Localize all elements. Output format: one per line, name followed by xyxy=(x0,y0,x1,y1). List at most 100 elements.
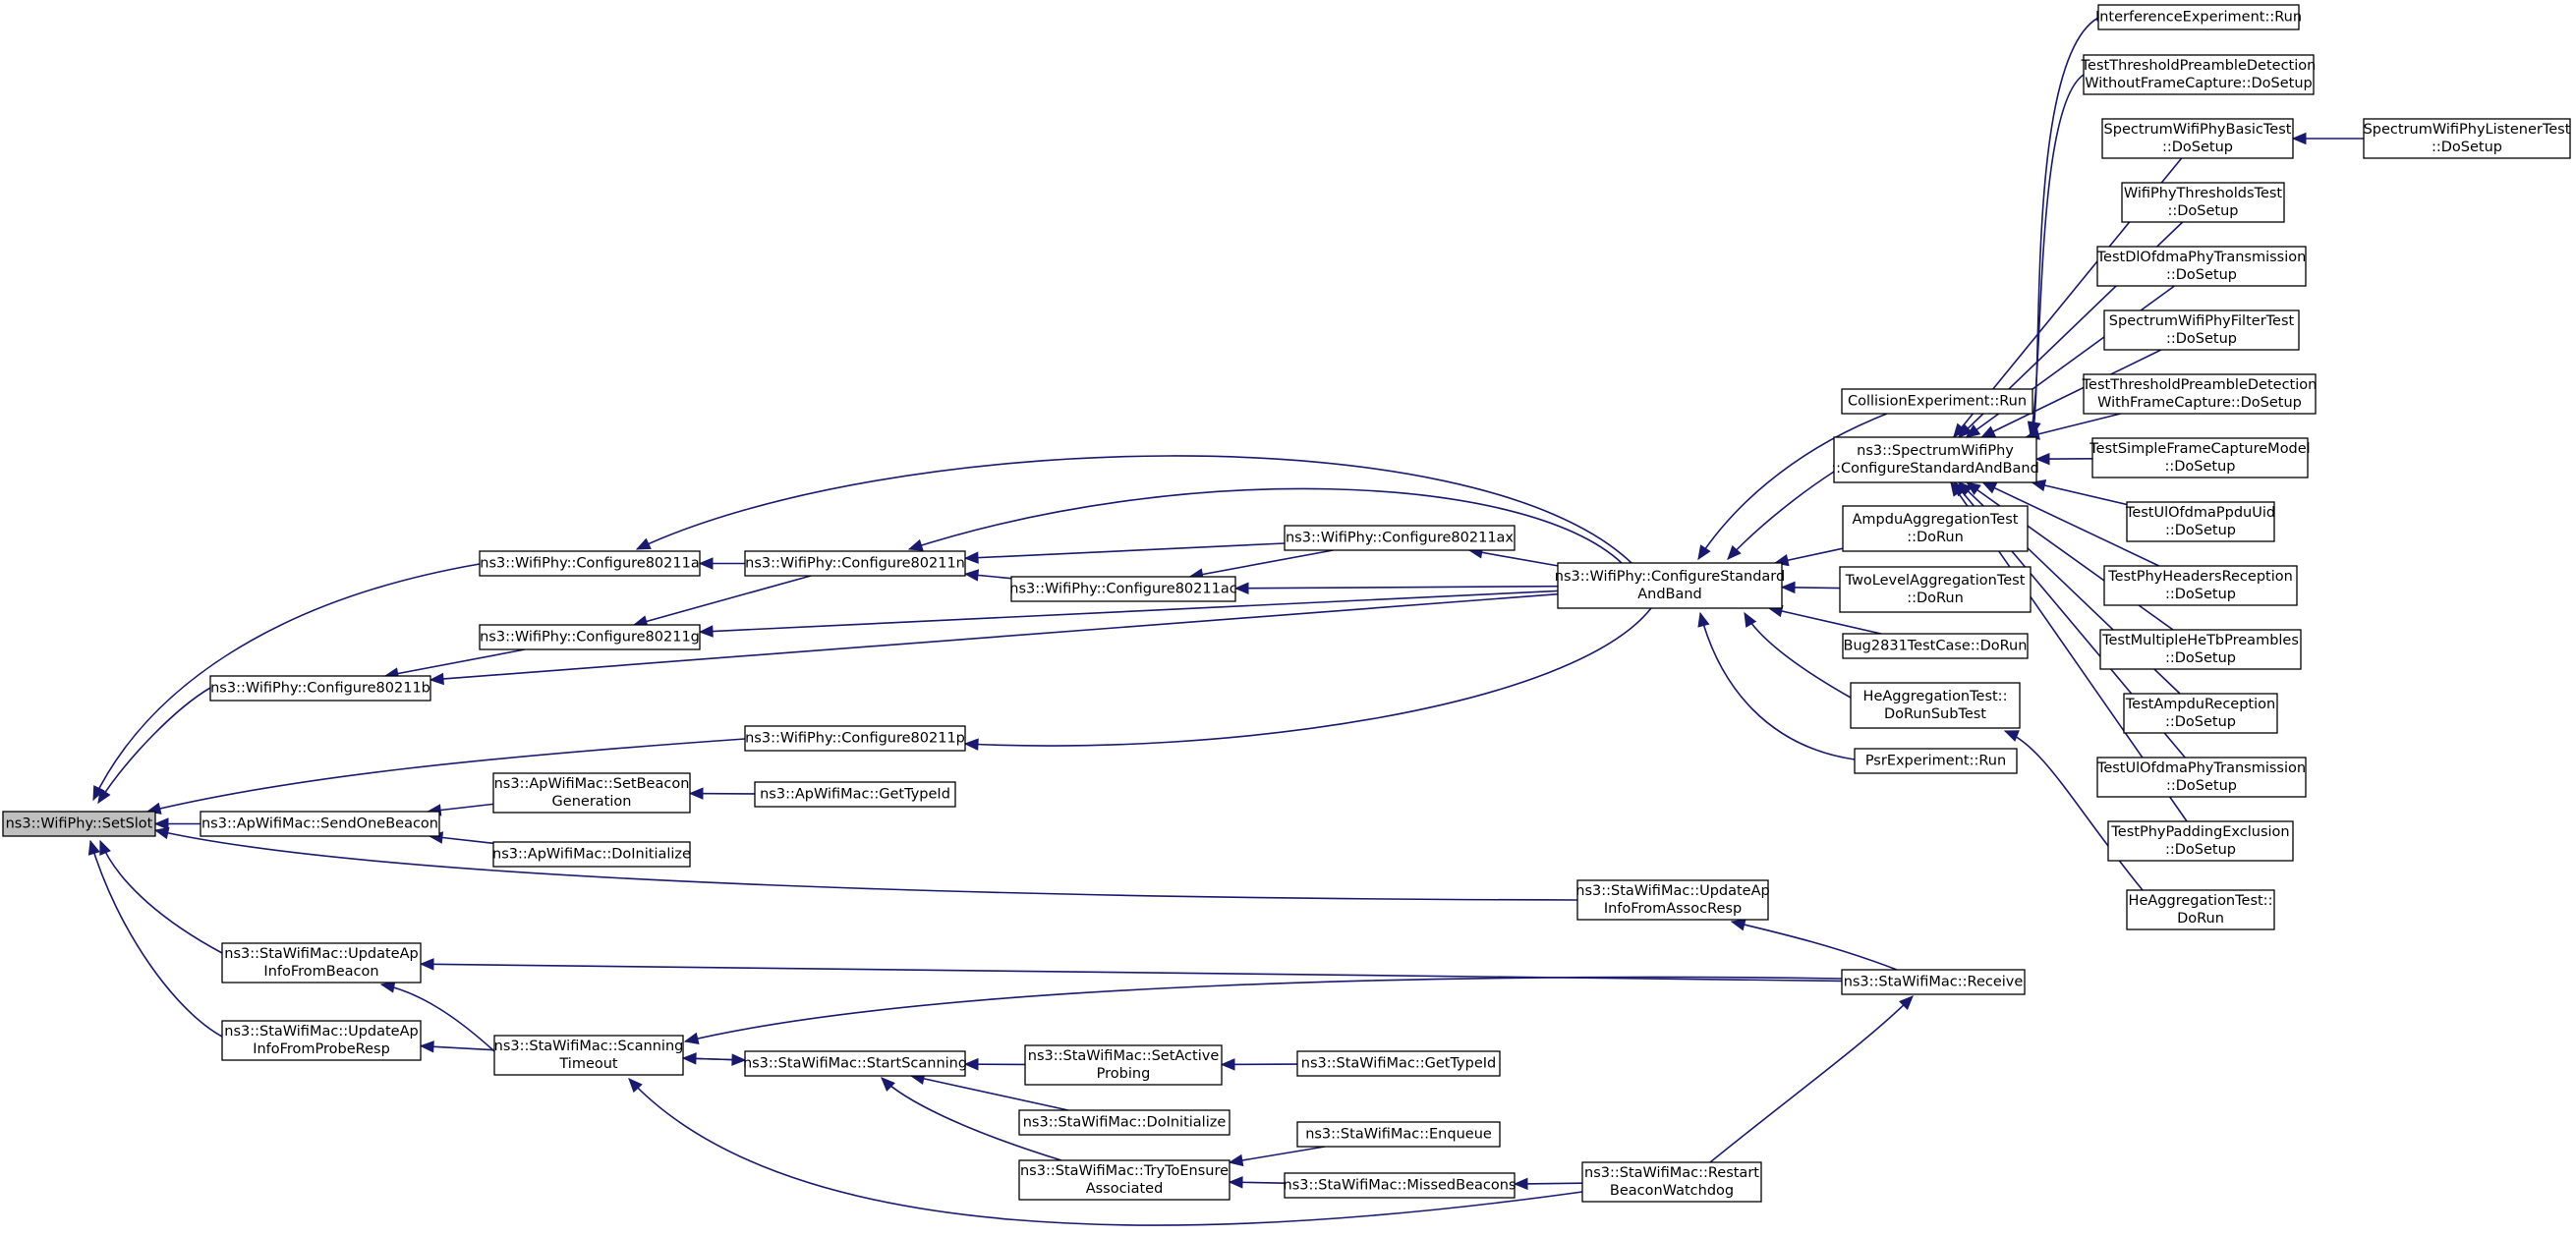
node-label: ns3::WifiPhy::Configure80211p xyxy=(745,731,965,747)
node-box[interactable] xyxy=(1284,1172,1516,1199)
node-cfg_a[interactable]: ns3::WifiPhy::Configure80211a xyxy=(479,550,701,577)
node-box[interactable] xyxy=(1284,525,1516,551)
node-label: InfoFromBeacon xyxy=(263,964,378,980)
node-cfg_p[interactable]: ns3::WifiPhy::Configure80211p xyxy=(744,725,966,752)
node-box[interactable] xyxy=(744,1050,966,1077)
node-box[interactable] xyxy=(1010,576,1236,602)
node-box[interactable] xyxy=(2126,889,2275,930)
node-box[interactable] xyxy=(2083,54,2315,95)
node-box[interactable] xyxy=(1841,969,2026,995)
node-tphr[interactable]: TestPhyHeadersReception::DoSetup xyxy=(2103,565,2298,606)
node-enqueue[interactable]: ns3::StaWifiMac::Enqueue xyxy=(1296,1121,1501,1148)
node-box[interactable] xyxy=(209,675,431,702)
node-swpft[interactable]: SpectrumWifiPhyFilterTest::DoSetup xyxy=(2103,309,2300,351)
node-box[interactable] xyxy=(2096,757,2307,798)
node-sta_typeid[interactable]: ns3::StaWifiMac::GetTypeId xyxy=(1296,1050,1501,1077)
node-ap_doinit[interactable]: ns3::ApWifiMac::DoInitialize xyxy=(492,841,691,868)
node-box[interactable] xyxy=(2091,437,2309,478)
node-tdlofdma[interactable]: TestDlOfdmaPhyTransmission::DoSetup xyxy=(2096,246,2307,287)
node-missed[interactable]: ns3::StaWifiMac::MissedBeacons xyxy=(1284,1172,1517,1199)
node-ap_typeid[interactable]: ns3::ApWifiMac::GetTypeId xyxy=(754,781,956,808)
node-cfg_n[interactable]: ns3::WifiPhy::Configure80211n xyxy=(744,550,966,577)
node-upd_probe[interactable]: ns3::StaWifiMac::UpdateApInfoFromProbeRe… xyxy=(221,1020,422,1061)
node-box[interactable] xyxy=(2,811,156,837)
node-two_level[interactable]: TwoLevelAggregationTest::DoRun xyxy=(1839,566,2032,613)
node-box[interactable] xyxy=(1296,1050,1501,1077)
node-collision[interactable]: CollisionExperiment::Run xyxy=(1841,388,2033,415)
node-cfg_ac[interactable]: ns3::WifiPhy::Configure80211ac xyxy=(1009,576,1237,602)
node-spec_cfg[interactable]: ns3::SpectrumWifiPhy::ConfigureStandardA… xyxy=(1831,436,2039,483)
node-box[interactable] xyxy=(1581,1161,1762,1203)
node-box[interactable] xyxy=(200,811,440,837)
node-box[interactable] xyxy=(492,772,691,814)
node-box[interactable] xyxy=(2123,693,2278,734)
node-box[interactable] xyxy=(1854,748,2018,774)
node-receive[interactable]: ns3::StaWifiMac::Receive xyxy=(1841,969,2026,995)
node-tmhtb[interactable]: TestMultipleHeTbPreambles::DoSetup xyxy=(2099,629,2302,670)
node-interf[interactable]: InterferenceExperiment::Run xyxy=(2095,4,2302,30)
node-box[interactable] xyxy=(479,550,701,577)
node-box[interactable] xyxy=(1296,1121,1501,1148)
node-setslot[interactable]: ns3::WifiPhy::SetSlot xyxy=(2,811,156,837)
node-box[interactable] xyxy=(1833,436,2037,483)
node-box[interactable] xyxy=(1842,633,2029,659)
node-box[interactable] xyxy=(2083,373,2317,415)
node-box[interactable] xyxy=(1850,682,2021,729)
node-cfg_b[interactable]: ns3::WifiPhy::Configure80211b xyxy=(209,675,431,702)
node-box[interactable] xyxy=(744,725,966,752)
node-swpbt[interactable]: SpectrumWifiPhyBasicTest::DoSetup xyxy=(2101,118,2294,159)
node-box[interactable] xyxy=(1018,1109,1231,1136)
node-he_sub[interactable]: HeAggregationTest::DoRunSubTest xyxy=(1850,682,2021,729)
node-box[interactable] xyxy=(492,841,691,868)
node-box[interactable] xyxy=(754,781,956,808)
node-start_scan[interactable]: ns3::StaWifiMac::StartScanning xyxy=(743,1050,967,1077)
node-box[interactable] xyxy=(1842,505,2029,552)
node-box[interactable] xyxy=(221,942,422,984)
node-send_beacon[interactable]: ns3::ApWifiMac::SendOneBeacon xyxy=(200,811,440,837)
node-box[interactable] xyxy=(1024,1044,1223,1086)
node-box[interactable] xyxy=(2103,565,2298,606)
node-box[interactable] xyxy=(2101,118,2294,159)
node-box[interactable] xyxy=(479,624,701,650)
node-cfg_std[interactable]: ns3::WifiPhy::ConfigureStandardAndBand xyxy=(1555,562,1785,609)
node-ttpd_wo[interactable]: TestThresholdPreambleDetectionWithoutFra… xyxy=(2081,54,2317,95)
node-box[interactable] xyxy=(1841,388,2033,415)
node-cfg_ax[interactable]: ns3::WifiPhy::Configure80211ax xyxy=(1284,525,1516,551)
node-ampdu_agg[interactable]: AmpduAggregationTest::DoRun xyxy=(1842,505,2029,552)
node-box[interactable] xyxy=(2126,501,2275,542)
node-box[interactable] xyxy=(221,1020,422,1061)
node-swplt[interactable]: SpectrumWifiPhyListenerTest::DoSetup xyxy=(2363,118,2571,159)
node-box[interactable] xyxy=(2363,118,2571,159)
node-box[interactable] xyxy=(1018,1159,1231,1201)
node-psr[interactable]: PsrExperiment::Run xyxy=(1854,748,2018,774)
node-sta_doinit[interactable]: ns3::StaWifiMac::DoInitialize xyxy=(1018,1109,1231,1136)
node-bug2831[interactable]: Bug2831TestCase::DoRun xyxy=(1842,633,2029,659)
node-box[interactable] xyxy=(2096,246,2307,287)
node-tampdu[interactable]: TestAmpduReception::DoSetup xyxy=(2123,693,2278,734)
node-box[interactable] xyxy=(1576,879,1769,921)
node-box[interactable] xyxy=(744,550,966,577)
node-he_run[interactable]: HeAggregationTest::DoRun xyxy=(2126,889,2275,930)
node-ttpd_w[interactable]: TestThresholdPreambleDetectionWithFrameC… xyxy=(2082,373,2318,415)
node-box[interactable] xyxy=(2099,629,2302,670)
node-tsfcm[interactable]: TestSimpleFrameCaptureModel::DoSetup xyxy=(2089,437,2311,478)
node-box[interactable] xyxy=(2121,182,2285,223)
node-box[interactable] xyxy=(2107,820,2294,862)
node-tulppdu[interactable]: TestUlOfdmaPpduUid::DoSetup xyxy=(2125,501,2275,542)
node-box[interactable] xyxy=(493,1035,684,1076)
node-cfg_g[interactable]: ns3::WifiPhy::Configure80211g xyxy=(479,624,701,650)
node-box[interactable] xyxy=(2103,309,2300,351)
node-wpth[interactable]: WifiPhyThresholdsTest::DoSetup xyxy=(2121,182,2285,223)
node-upd_assoc[interactable]: ns3::StaWifiMac::UpdateApInfoFromAssocRe… xyxy=(1575,879,1770,921)
node-tulofdma[interactable]: TestUlOfdmaPhyTransmission::DoSetup xyxy=(2096,757,2307,798)
node-box[interactable] xyxy=(1557,562,1783,609)
node-box[interactable] xyxy=(1839,566,2032,613)
node-tppe[interactable]: TestPhyPaddingExclusion::DoSetup xyxy=(2107,820,2294,862)
node-box[interactable] xyxy=(2097,4,2300,30)
